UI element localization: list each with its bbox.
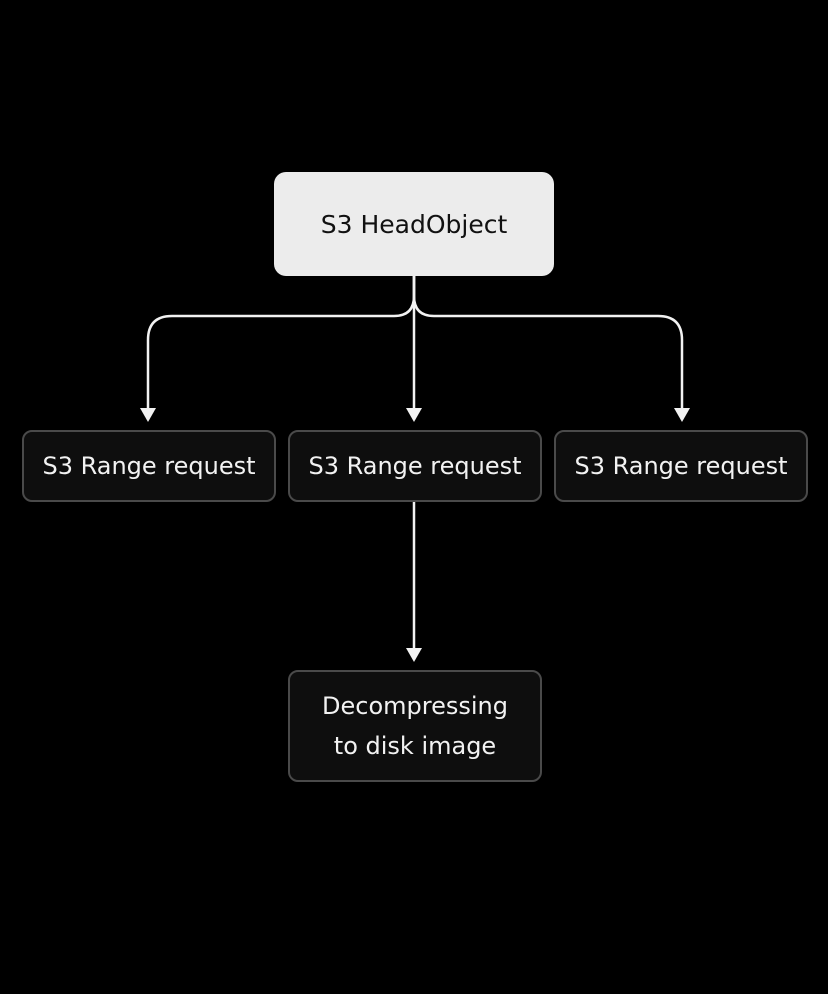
arrowhead-range-1 (140, 408, 156, 422)
connector-root-to-range-3 (412, 276, 684, 408)
node-s3-headobject-label: S3 HeadObject (320, 209, 508, 239)
node-decompressing-text: Decompressing to disk image (322, 686, 508, 766)
arrowhead-decompress (406, 648, 422, 662)
node-s3-range-request-3: S3 Range request (554, 430, 808, 502)
node-s3-range-request-2: S3 Range request (288, 430, 542, 502)
node-s3-headobject: S3 HeadObject (274, 172, 554, 276)
connector-root-to-range-1 (146, 276, 416, 408)
node-decompressing-line-1: Decompressing (322, 692, 508, 720)
node-s3-range-request-2-label: S3 Range request (308, 452, 522, 480)
node-decompressing: Decompressing to disk image (288, 670, 542, 782)
node-decompressing-line-2: to disk image (333, 732, 497, 760)
node-s3-range-request-1: S3 Range request (22, 430, 276, 502)
node-s3-range-request-3-label: S3 Range request (574, 452, 788, 480)
arrowhead-range-2 (406, 408, 422, 422)
arrowhead-range-3 (674, 408, 690, 422)
node-s3-range-request-1-label: S3 Range request (42, 452, 256, 480)
